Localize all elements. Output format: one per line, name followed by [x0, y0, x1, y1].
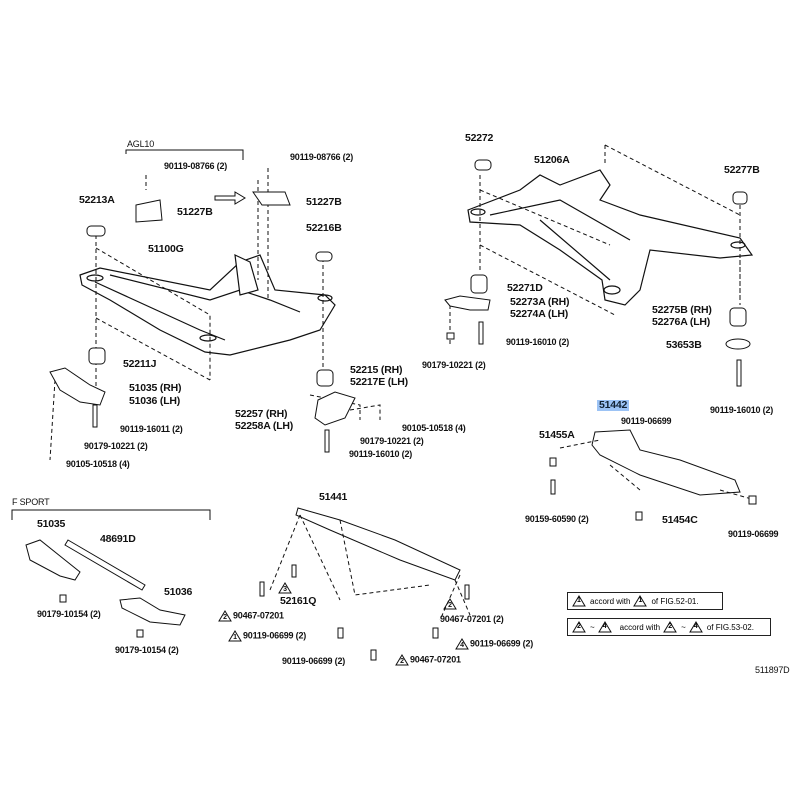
part-label[interactable]: 90119-06699 [621, 416, 672, 426]
part-label[interactable]: 52272 [465, 132, 494, 144]
part-label[interactable]: 52217E (LH) [350, 376, 408, 388]
triangle-mark-2: 2 [443, 598, 458, 610]
part-label[interactable]: 90159-60590 (2) [525, 514, 589, 524]
part-label[interactable]: 51227B [306, 196, 342, 208]
part-label[interactable]: 52216B [306, 222, 342, 234]
front-brackets [49, 367, 356, 453]
part-label[interactable]: 90119-08766 (2) [164, 161, 228, 171]
note-ref: of FIG.52-01. [651, 596, 699, 606]
member-51441 [259, 507, 471, 661]
note-fig-52-01: 1 accord with 1 of FIG.52-01. [567, 592, 723, 610]
tilde: ~ [590, 622, 595, 632]
part-label[interactable]: 48691D [100, 533, 136, 545]
part-label[interactable]: 51035 [37, 518, 66, 530]
part-label[interactable]: 52275B (RH) [652, 304, 712, 316]
figure-id: 511897D [755, 665, 790, 675]
part-label[interactable]: 90119-16010 (2) [349, 449, 413, 459]
front-crossmember-51100G [79, 253, 336, 356]
part-label[interactable]: 51441 [319, 491, 348, 503]
part-label[interactable]: 52211J [123, 358, 157, 370]
part-label[interactable]: 52215 (RH) [350, 364, 403, 376]
part-label[interactable]: 51035 (RH) [129, 382, 182, 394]
triangle-mark-3: 3 [278, 582, 293, 594]
part-label[interactable]: 90179-10154 (2) [115, 645, 179, 655]
part-label[interactable]: 52258A (LH) [235, 420, 294, 432]
part-label[interactable]: 51454C [662, 514, 698, 526]
part-label[interactable]: 52273A (RH) [510, 296, 570, 308]
part-label[interactable]: 90119-08766 (2) [290, 152, 354, 162]
part-label[interactable]: 52257 (RH) [235, 408, 288, 420]
arrow-icon [214, 191, 246, 205]
part-label[interactable]: 90179-10221 (2) [360, 436, 424, 446]
part-label[interactable]: 90119-06699 (2) [282, 656, 346, 666]
rear-guide-lines [449, 144, 741, 345]
part-label[interactable]: 52161Q [280, 595, 317, 607]
part-label[interactable]: 51206A [534, 154, 570, 166]
part-label[interactable]: 52271D [507, 282, 543, 294]
part-label-highlighted[interactable]: 51442 [597, 399, 630, 411]
bushings [86, 159, 751, 387]
part-label[interactable]: 52276A (LH) [652, 316, 711, 328]
part-label[interactable]: 52213A [79, 194, 115, 206]
note-text: accord with [590, 596, 631, 606]
under-cover-51442 [549, 429, 757, 521]
part-label[interactable]: 51036 [164, 586, 193, 598]
part-label: 90119-06699 (2) [470, 638, 534, 649]
part-label[interactable]: 90467-07201 (2) [440, 614, 504, 624]
part-label[interactable]: 51455A [539, 429, 575, 441]
part-label[interactable]: 90179-10221 (2) [84, 441, 148, 451]
part-label: 90467-07201 [410, 654, 461, 665]
part-label[interactable]: 90179-10154 (2) [37, 609, 101, 619]
part-label[interactable]: 90179-10221 (2) [422, 360, 486, 370]
part-label[interactable]: 90105-10518 (4) [66, 459, 130, 469]
part-label[interactable]: 90119-16010 (2) [506, 337, 570, 347]
note-fig-53-02: 2 ~ 4 accord with 2 ~ 4 of FIG.53-02. [567, 618, 771, 636]
part-label[interactable]: 51100G [148, 243, 184, 255]
note-text: accord with [619, 622, 661, 632]
part-label[interactable]: 52277B [724, 164, 760, 176]
note-ref: of FIG.53-02. [706, 622, 754, 632]
part-label[interactable]: 51227B [177, 206, 213, 218]
part-label[interactable]: 90119-16010 (2) [710, 405, 774, 415]
part-label[interactable]: 90119-16011 (2) [120, 424, 183, 434]
tilde: ~ [681, 622, 686, 632]
rear-fasteners [444, 295, 742, 387]
part-label[interactable]: 51036 (LH) [129, 395, 181, 407]
fsport-bracket [11, 509, 211, 520]
part-label[interactable]: 90119-06699 [728, 529, 779, 539]
part-label: 90467-07201 [233, 610, 284, 621]
part-label: 90119-06699 (2) [243, 630, 307, 641]
part-label[interactable]: 52274A (LH) [510, 308, 569, 320]
part-label[interactable]: 90105-10518 (4) [402, 423, 466, 433]
agl10-bracket [125, 149, 244, 160]
group-label-agl10: AGL10 [127, 139, 155, 149]
fsport-parts [25, 539, 186, 638]
part-label[interactable]: 53653B [666, 339, 702, 351]
group-label-f-sport: F SPORT [12, 497, 50, 507]
rear-crossmember-51206A [467, 169, 754, 306]
